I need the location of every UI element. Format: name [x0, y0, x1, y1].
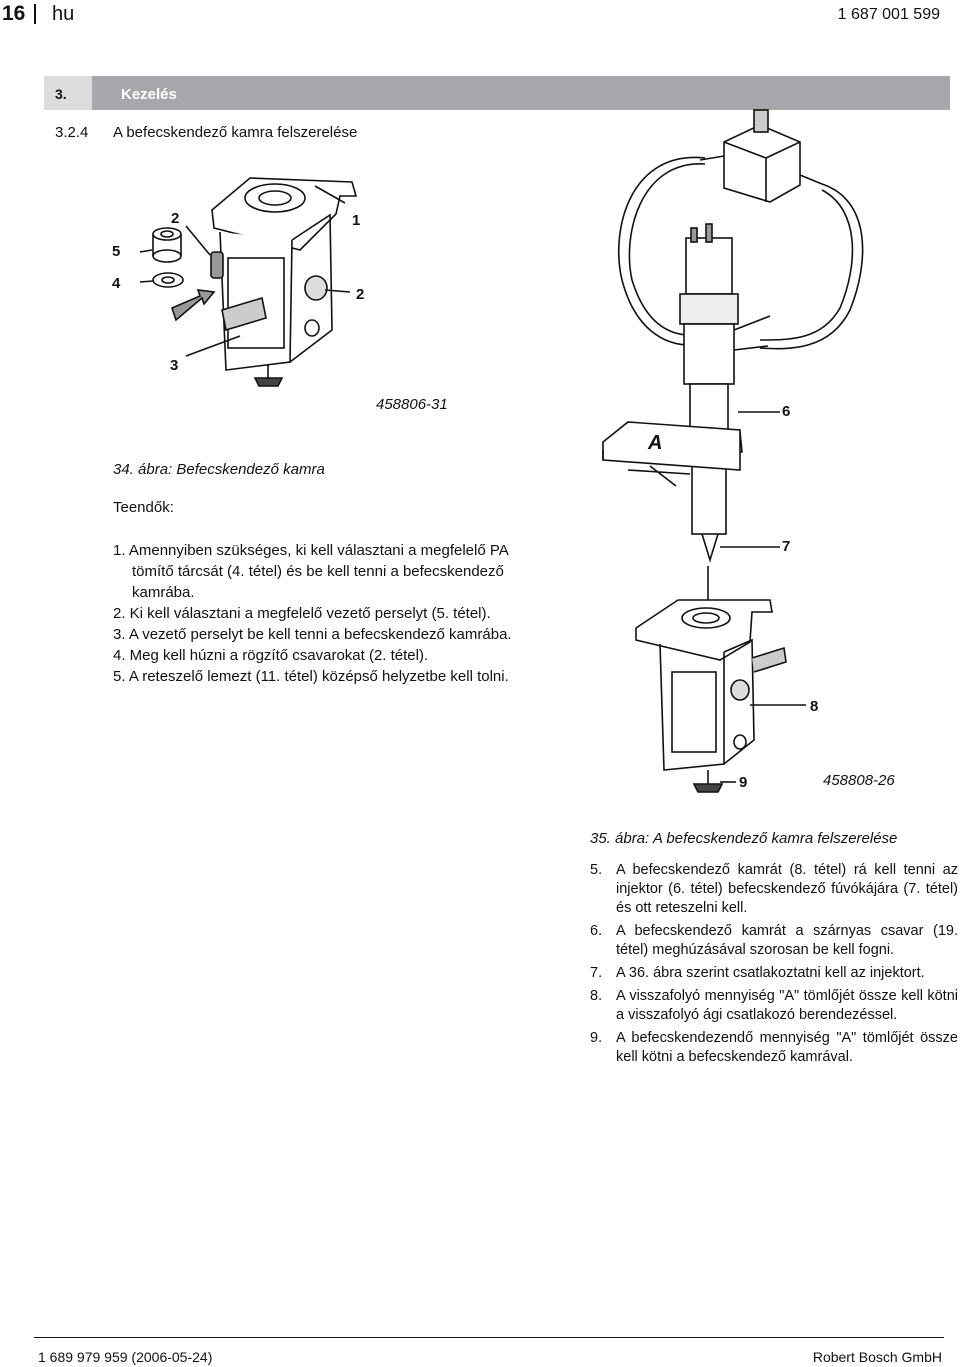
section-bar-title-cell	[92, 76, 950, 110]
step-text: A 36. ábra szerint csatlakoztatni kell a…	[616, 965, 925, 981]
section-title: Kezelés	[121, 86, 177, 103]
list-item: 5. A befecskendező kamrát (8. tétel) rá k…	[590, 861, 958, 918]
step-text: A befecskendező kamrát (8. tétel) rá kel…	[616, 862, 958, 916]
step-number: 5.	[590, 862, 603, 878]
page-number: 16	[2, 2, 26, 25]
callout-9: 9	[739, 774, 748, 791]
subsection-title: A befecskendező kamra felszerelése	[113, 124, 358, 141]
callout-6: 6	[782, 403, 791, 420]
callout-A: A	[648, 432, 663, 454]
callout-1: 1	[352, 212, 361, 229]
step-number: 8.	[590, 988, 603, 1004]
list-item: 6. A befecskendező kamrát a szárnyas csav…	[590, 922, 958, 960]
list-item: 3. A vezető perselyt be kell tenni a bef…	[113, 626, 512, 643]
document-number: 1 687 001 599	[837, 6, 940, 23]
step-text: A befecskendezendő mennyiség "A" tömlőjé…	[616, 1030, 958, 1065]
list-item: 8. A visszafolyó mennyiség "A" tömlőjét ö…	[590, 987, 958, 1025]
callout-8: 8	[810, 698, 819, 715]
section-number: 3.	[55, 86, 67, 102]
steps2-list: 5. A befecskendező kamrát (8. tétel) rá k…	[590, 861, 958, 1071]
step-number: 7.	[590, 965, 603, 981]
callout-3: 3	[170, 357, 179, 374]
language-code: hu	[52, 3, 75, 25]
list-item: 4. Meg kell húzni a rögzítő csavarokat (…	[113, 647, 429, 664]
subsection-number: 3.2.4	[55, 124, 89, 141]
list-item: 9. A befecskendezendő mennyiség "A" tömlő…	[590, 1029, 958, 1067]
figure-34-id: 458806-31	[376, 396, 448, 413]
figure-34-caption: 34. ábra: Befecskendező kamra	[113, 461, 325, 478]
footer-company: Robert Bosch GmbH	[812, 1349, 942, 1365]
step-text: A visszafolyó mennyiség "A" tömlőjét öss…	[616, 988, 958, 1023]
todo-label: Teendők:	[113, 499, 174, 516]
list-item: 2. Ki kell választani a megfelelő vezető…	[113, 605, 491, 622]
list-item: 5. A reteszelő lemezt (11. tétel) középs…	[113, 668, 509, 685]
footer-divider	[34, 1337, 944, 1338]
callout-2-top: 2	[171, 210, 180, 227]
callout-7: 7	[782, 538, 791, 555]
callout-5: 5	[112, 243, 121, 260]
callout-4: 4	[112, 275, 121, 292]
list-item: 7. A 36. ábra szerint csatlakoztatni kell…	[590, 964, 958, 983]
section-bar-number-cell	[44, 76, 92, 110]
footer-doc-ref: 1 689 979 959 (2006-05-24)	[38, 1349, 213, 1365]
header-divider	[34, 4, 36, 24]
list-item: 1. Amennyiben szükséges, ki kell választ…	[113, 542, 508, 601]
figure-35-caption: 35. ábra: A befecskendező kamra felszere…	[590, 830, 898, 847]
figure-35-id: 458808-26	[823, 772, 895, 789]
steps-list: 1. Amennyiben szükséges, ki kell választ…	[113, 540, 533, 687]
step-number: 9.	[590, 1030, 603, 1046]
callout-2-right: 2	[356, 286, 365, 303]
step-number: 6.	[590, 923, 603, 939]
step-text: A befecskendező kamrát a szárnyas csavar…	[616, 923, 958, 958]
